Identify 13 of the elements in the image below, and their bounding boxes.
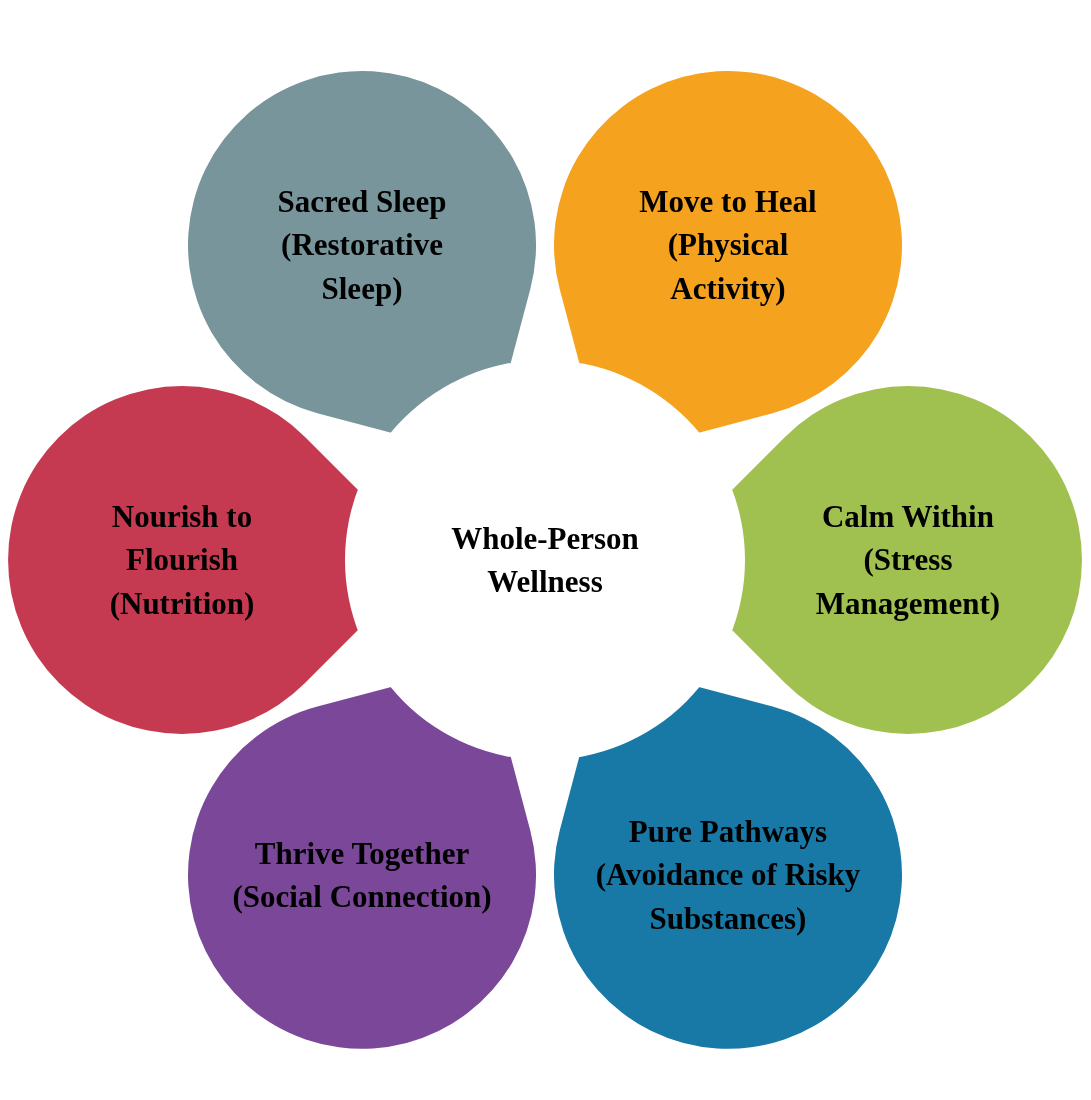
petal-subtitle: (Nutrition) bbox=[109, 584, 255, 623]
petal-title: Thrive Together bbox=[254, 834, 470, 873]
petal-subtitle: (Social Connection) bbox=[232, 878, 492, 916]
petal-title: Sacred Sleep bbox=[277, 182, 447, 221]
petal-title: Calm Within bbox=[822, 497, 994, 536]
petal-subtitle: (Avoidance of Risky Substances) bbox=[594, 856, 862, 938]
petal-subtitle: (Restorative Sleep) bbox=[280, 226, 444, 308]
petal-title: Pure Pathways bbox=[628, 812, 828, 851]
petal-subtitle: (Physical Activity) bbox=[666, 226, 790, 308]
center-label: Whole-Person Wellness bbox=[450, 519, 640, 601]
petal-title: Nourish to Flourish bbox=[110, 497, 254, 580]
petal-title: Move to Heal bbox=[639, 182, 817, 221]
petal-subtitle: (Stress Management) bbox=[814, 541, 1002, 623]
